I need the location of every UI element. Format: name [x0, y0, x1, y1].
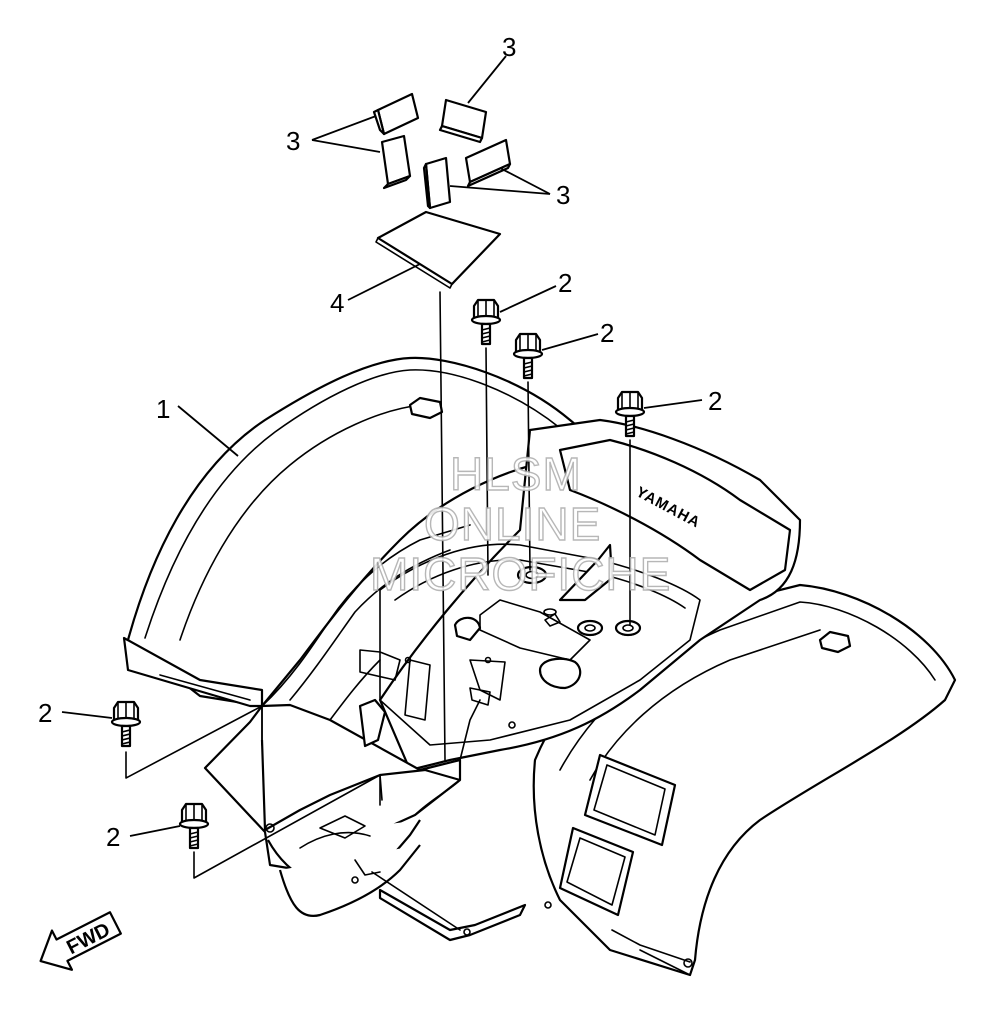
reflector-1: [372, 92, 420, 136]
front-panel: [203, 687, 527, 942]
fwd-arrow-icon: [39, 911, 122, 971]
watermark-line-3: MICROFICHE: [370, 548, 671, 600]
fwd-arrow: FWD: [39, 911, 122, 971]
callout-2-a: 2: [558, 268, 572, 298]
leader-lines: [61, 55, 703, 837]
reflectors: [372, 92, 512, 210]
bolt-5: [178, 802, 210, 850]
fender-inner-edges: [261, 524, 481, 816]
reflector-5: [464, 138, 512, 188]
bolt-1: [470, 298, 502, 346]
bolt-2: [512, 332, 544, 380]
bolt-3: [614, 390, 646, 438]
callout-2-b: 2: [600, 318, 614, 348]
callout-1: 1: [156, 394, 170, 424]
bolt-4: [110, 700, 142, 748]
callout-labels: 1 2 2 2 2 2 3 3 3 4: [38, 32, 722, 852]
watermark-line-2: ONLINE: [424, 498, 601, 550]
pad: [375, 210, 502, 289]
callout-2-e: 2: [106, 822, 120, 852]
assembly-lines: [125, 291, 631, 931]
reflector-4: [422, 156, 452, 210]
callout-4: 4: [330, 288, 344, 318]
callout-3-b: 3: [286, 126, 300, 156]
watermark: HLSM ONLINE MICROFICHE: [369, 447, 671, 600]
callout-3-c: 3: [556, 180, 570, 210]
callout-2-c: 2: [708, 386, 722, 416]
reflector-3: [380, 134, 412, 190]
callout-2-d: 2: [38, 698, 52, 728]
reflector-2: [438, 98, 488, 144]
center-deck: YAMAHA: [359, 418, 802, 772]
callout-3-a: 3: [502, 32, 516, 62]
watermark-line-1: HLSM: [450, 448, 582, 500]
